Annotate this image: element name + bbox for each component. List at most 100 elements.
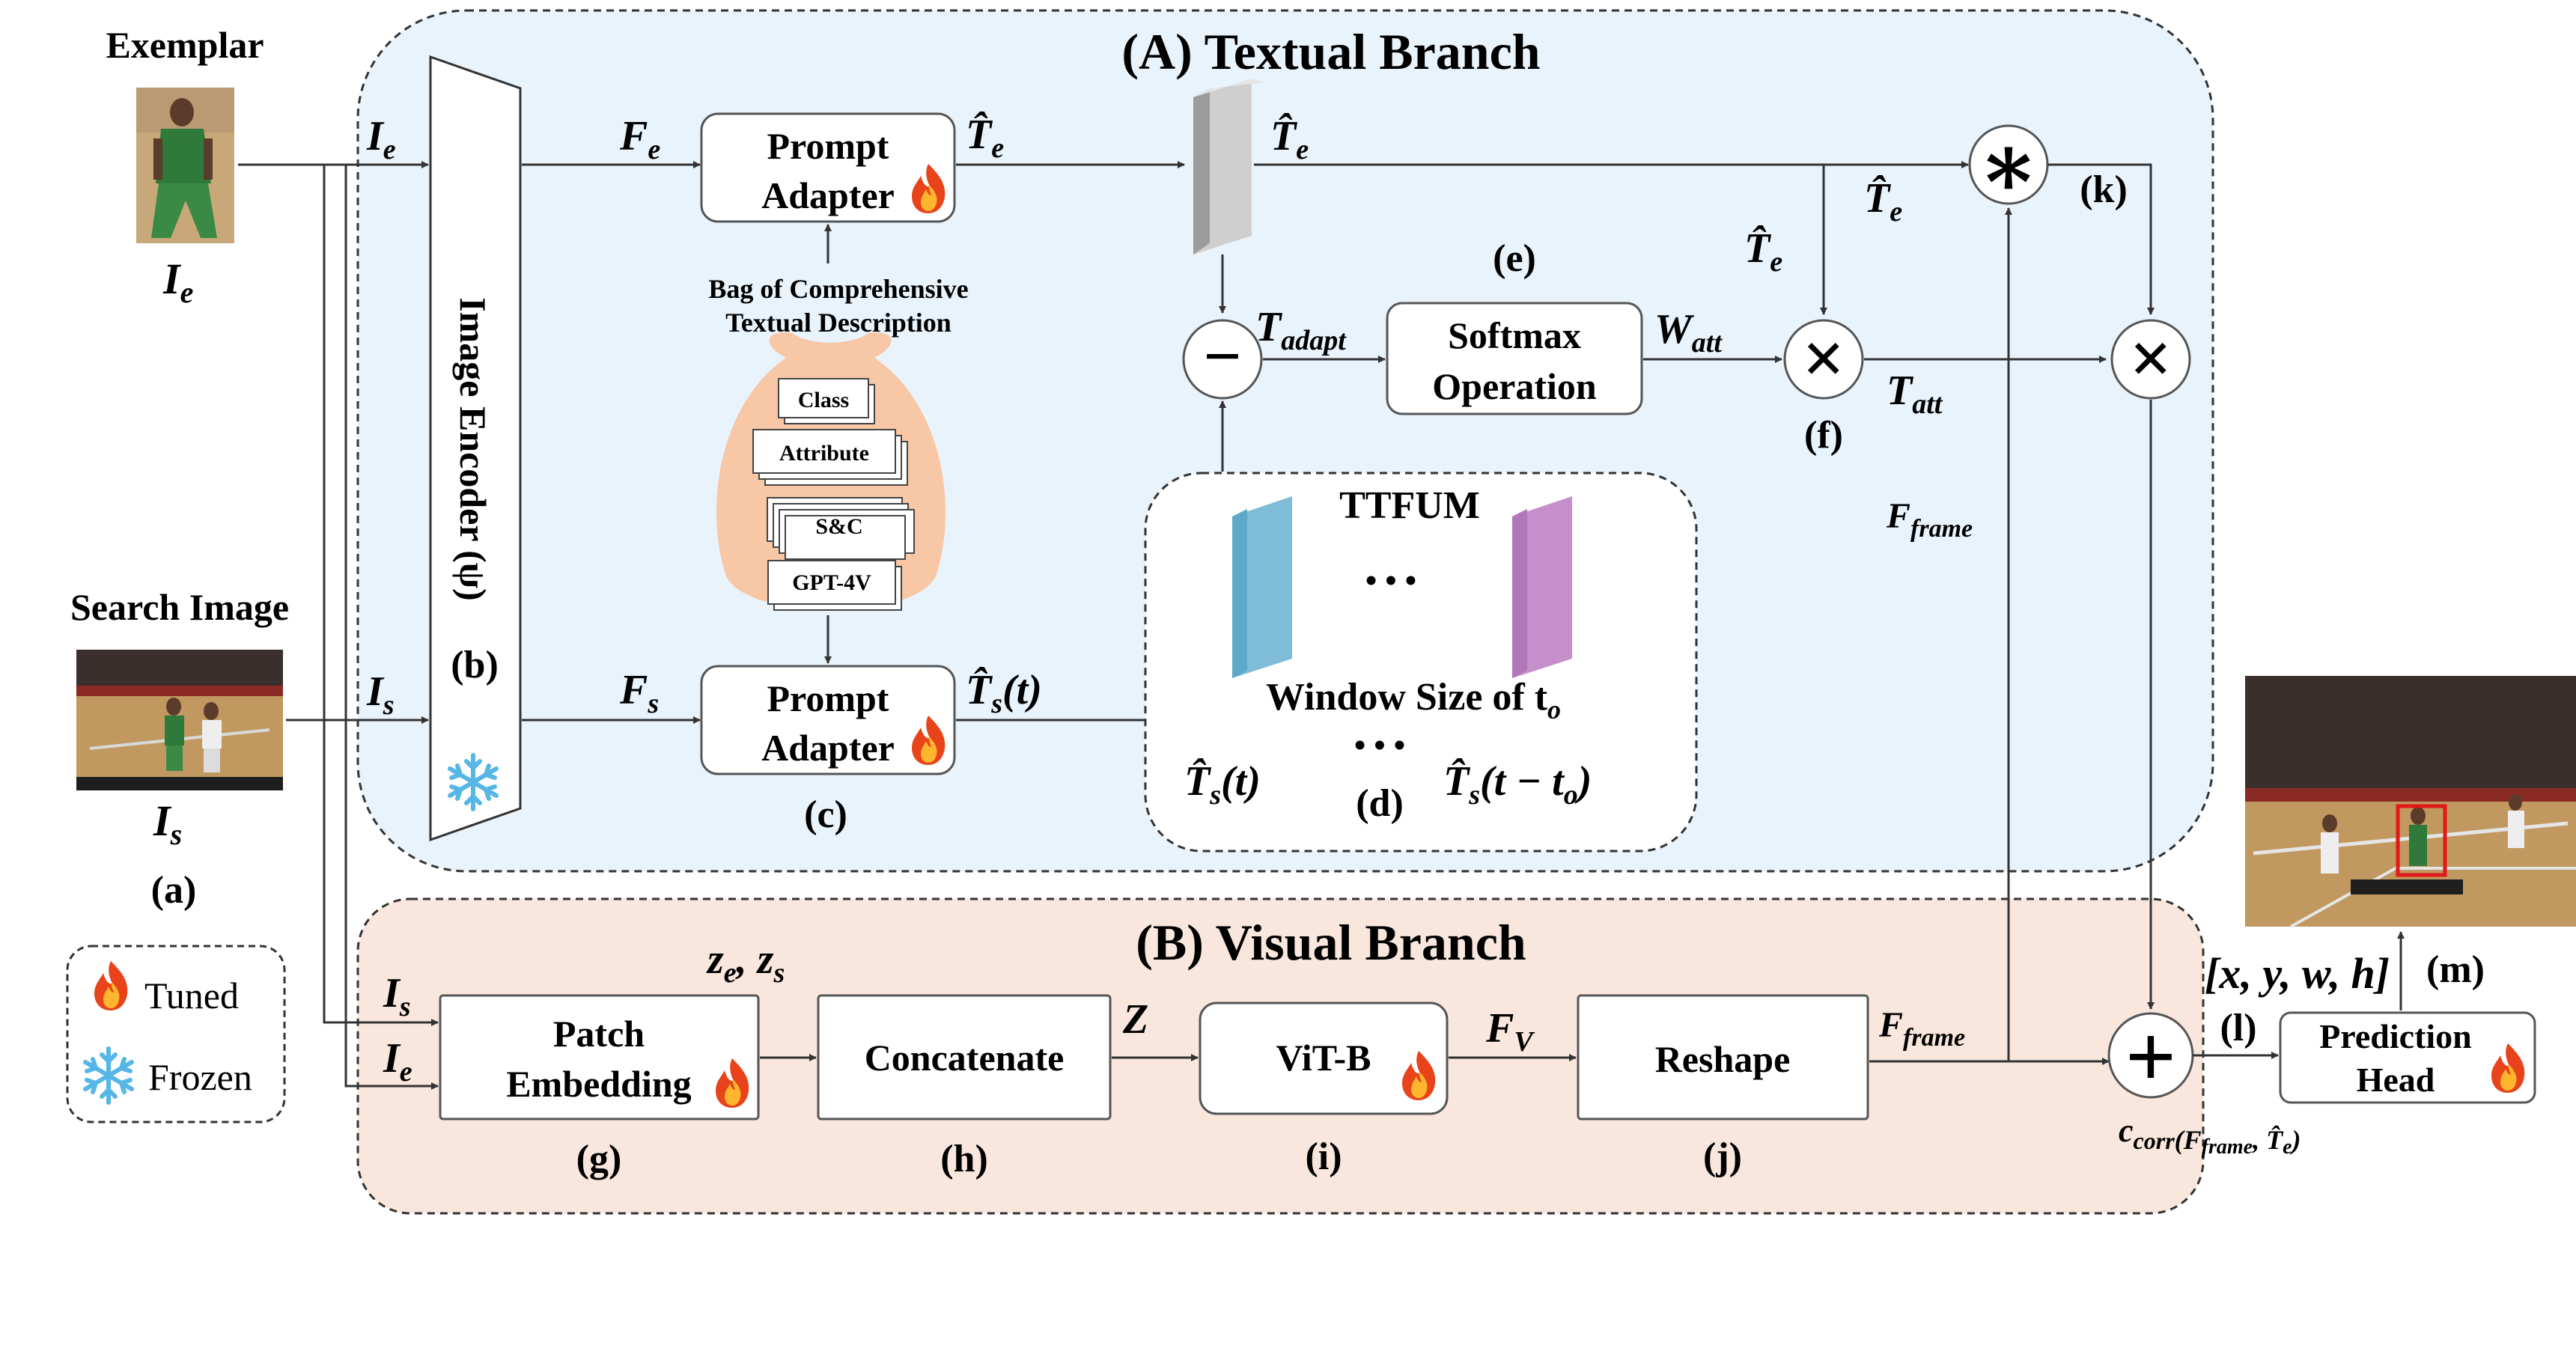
label-e: (e)	[1493, 237, 1536, 280]
ttfum-dots-bottom: • • •	[1354, 727, 1405, 763]
label-a: (a)	[151, 869, 197, 912]
search-image	[76, 650, 283, 790]
label-k: (k)	[2080, 168, 2128, 211]
exemplar-image	[136, 88, 234, 243]
tadapt-label: Tadapt	[1255, 304, 1347, 356]
vit-box	[1199, 1001, 1449, 1115]
ie-label-top: Ie	[366, 113, 396, 165]
label-m: (m)	[2426, 948, 2485, 991]
prompt-adapter-bottom	[700, 665, 956, 775]
image-encoder-trapezoid	[429, 55, 522, 842]
prediction-head-line2: Head	[2357, 1061, 2435, 1099]
patch-embedding-line1: Patch	[553, 1013, 645, 1055]
te-hat-label-3: T̂e	[1744, 225, 1782, 278]
softmax-box	[1386, 302, 1643, 415]
ie-label-patch: Ie	[383, 1035, 412, 1088]
image-encoder-label: Image Encoder (ψ)	[452, 297, 494, 601]
bag-card-attribute-label: Attribute	[779, 441, 869, 466]
tatt-label: Tatt	[1887, 368, 1943, 420]
ccorr-label: ccorr(Fframe, T̂e)	[2119, 1112, 2301, 1159]
fframe-label-bottom: Fframe	[1878, 1005, 1965, 1052]
fs-label: Fs	[619, 667, 659, 719]
bag-title-line2: Textual Description	[725, 308, 951, 338]
ttfum-ts-t-label: T̂s(t)	[1184, 758, 1261, 811]
label-c: (c)	[804, 793, 847, 836]
reshape-box	[1577, 994, 1869, 1120]
concatenate-box	[817, 994, 1112, 1120]
fframe-label-top: Fframe	[1886, 496, 1973, 543]
times-symbol-right: ×	[2130, 317, 2172, 400]
prediction-head-box	[2279, 1011, 2536, 1104]
prompt-adapter-top	[700, 112, 956, 223]
vit-label: ViT-B	[1276, 1037, 1371, 1079]
ttfum-ts-to-label: T̂s(t − to)	[1443, 758, 1592, 811]
bag-card-attribute: Attribute	[752, 429, 908, 486]
textual-branch-title: (A) Textual Branch	[1121, 23, 1540, 80]
prediction-head-line1: Prediction	[2319, 1017, 2472, 1055]
label-f: (f)	[1804, 414, 1843, 457]
ts-hat-label: T̂s(t)	[966, 667, 1042, 719]
label-j: (j)	[1703, 1135, 1742, 1178]
ttfum-title: TTFUM	[1339, 484, 1480, 527]
exemplar-symbol: Ie	[162, 254, 193, 309]
label-h: (h)	[940, 1138, 988, 1180]
prompt-adapter-bottom-line1: Prompt	[767, 677, 889, 719]
concatenate-label: Concatenate	[865, 1037, 1065, 1079]
bag-card-sc-label: S&C	[815, 514, 862, 539]
prompt-adapter-bottom-line2: Adapter	[761, 727, 895, 769]
bbox-label: [x, y, w, h]	[2205, 949, 2390, 998]
te-hat-label-2: T̂e	[1270, 113, 1309, 165]
result-bbox	[2396, 804, 2447, 877]
textual-branch-panel	[356, 9, 2214, 873]
label-l: (l)	[2220, 1007, 2256, 1049]
z-label: Z	[1122, 996, 1148, 1043]
times-operator-f	[1783, 319, 1864, 400]
label-g: (g)	[576, 1138, 622, 1180]
ttfum-token-purple	[1512, 496, 1572, 678]
is-label-patch: Is	[383, 970, 411, 1022]
result-frame-image	[2245, 676, 2576, 928]
patch-embedding-box	[439, 994, 760, 1120]
prompt-adapter-top-line1: Prompt	[767, 125, 889, 167]
plus-symbol: +	[2125, 1007, 2176, 1106]
search-image-title: Search Image	[70, 586, 289, 628]
search-symbol: Is	[153, 796, 182, 851]
prompt-adapter-top-line2: Adapter	[761, 174, 895, 216]
minus-operator	[1182, 319, 1263, 400]
times-operator-right	[2110, 319, 2191, 400]
bag-card-gpt4v: GPT-4V	[767, 560, 902, 611]
visual-branch-title: (B) Visual Branch	[1136, 914, 1526, 971]
legend-frozen-label: Frozen	[148, 1056, 252, 1098]
minus-symbol: −	[1203, 320, 1241, 394]
star-symbol-k: ∗	[1978, 116, 2040, 216]
bag-card-class: Class	[778, 378, 875, 424]
watt-label: Watt	[1654, 306, 1723, 359]
reshape-label: Reshape	[1655, 1038, 1791, 1080]
bag-card-sc: S&C	[767, 497, 915, 560]
bag-title-line1: Bag of Comprehensive	[708, 274, 968, 304]
exemplar-title: Exemplar	[106, 24, 264, 66]
label-i: (i)	[1305, 1135, 1342, 1178]
exemplar-to-patch-line	[344, 165, 439, 1090]
label-d: (d)	[1356, 782, 1404, 825]
te-hat-label-4: T̂e	[1864, 175, 1902, 228]
te-token-block	[1193, 79, 1265, 254]
softmax-line1: Softmax	[1448, 314, 1581, 356]
star-to-times-line	[2047, 163, 2155, 315]
te-hat-label-1: T̂e	[966, 112, 1004, 164]
is-label-mid: Is	[366, 668, 395, 721]
times-symbol-f: ×	[1803, 317, 1845, 400]
ze-zs-label: ze, zs	[706, 936, 785, 989]
ttfum-dots-top: • • •	[1365, 562, 1416, 599]
label-b: (b)	[451, 644, 499, 686]
patch-embedding-line2: Embedding	[506, 1063, 691, 1105]
bag-card-gpt4v-label: GPT-4V	[792, 570, 871, 595]
fe-label: Fe	[619, 113, 660, 165]
softmax-line2: Operation	[1432, 365, 1597, 407]
bag-card-class-label: Class	[798, 388, 849, 412]
search-to-patch-line	[323, 165, 439, 1026]
legend-tuned-label: Tuned	[144, 975, 239, 1016]
fv-label: FV	[1485, 1005, 1535, 1058]
ttfum-window-label: Window Size of to	[1266, 676, 1561, 725]
